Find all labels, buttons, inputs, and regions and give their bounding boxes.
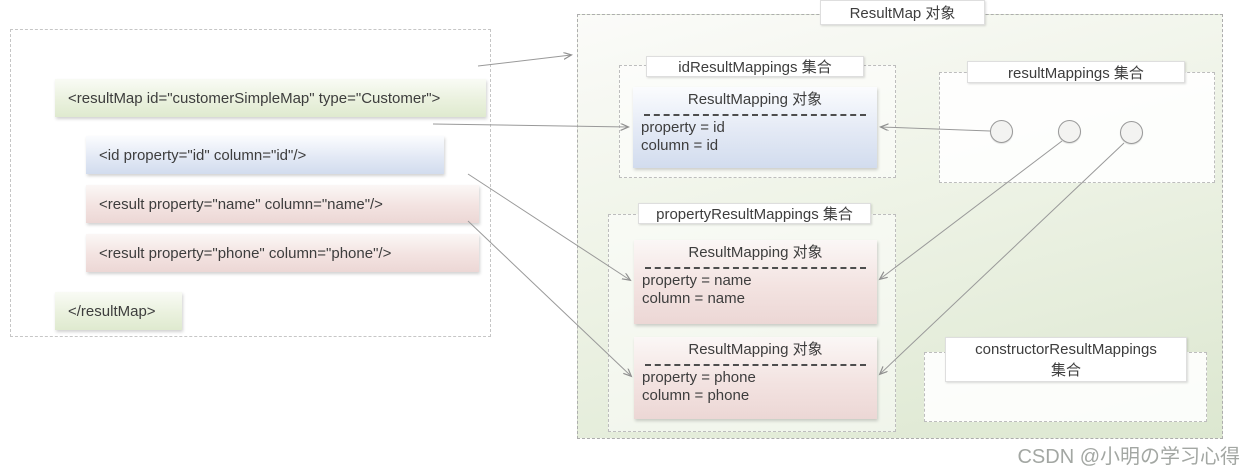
code-line-id: <id property="id" column="id"/>: [86, 136, 444, 174]
property-line: property = name: [642, 272, 752, 289]
collection-item-circle-3: [1120, 121, 1143, 144]
code-line-result-name: <result property="name" column="name"/>: [86, 185, 479, 223]
resultmapping-title: ResultMapping 对象: [688, 341, 823, 358]
resultmapping-title: ResultMapping 对象: [687, 91, 823, 108]
arrow-resultmap-to-container: [477, 55, 571, 67]
dashed-separator: [643, 114, 867, 116]
xml-source-panel: <resultMap id="customerSimpleMap" type="…: [10, 29, 491, 337]
dashed-separator: [644, 364, 867, 366]
code-line-result-phone: <result property="phone" column="phone"/…: [86, 234, 479, 272]
label-line-1: constructorResultMappings: [975, 340, 1157, 358]
collection-item-circle-2: [1058, 120, 1081, 143]
resultmapping-object-name: ResultMapping 对象 property = name column …: [634, 240, 877, 324]
csdn-watermark: CSDN @小明の学习心得: [1017, 446, 1240, 468]
property-line: property = phone: [642, 369, 756, 386]
resultmap-title: ResultMap 对象: [820, 0, 985, 25]
property-line: property = id: [641, 119, 725, 136]
group-property-result-mappings-label: propertyResultMappings 集合: [638, 203, 871, 224]
label-line-2: 集合: [1050, 361, 1081, 379]
resultmapping-object-id: ResultMapping 对象 property = id column = …: [633, 87, 877, 168]
group-constructor-result-mappings-label: constructorResultMappings 集合: [945, 337, 1187, 382]
column-line: column = phone: [642, 387, 750, 404]
collection-item-circle-1: [990, 120, 1013, 143]
group-result-mappings-label: resultMappings 集合: [967, 61, 1185, 83]
column-line: column = name: [642, 290, 745, 307]
code-line-resultmap-open: <resultMap id="customerSimpleMap" type="…: [55, 79, 486, 117]
column-line: column = id: [641, 137, 719, 154]
group-id-result-mappings-label: idResultMappings 集合: [646, 56, 864, 77]
dashed-separator: [644, 267, 867, 269]
code-line-resultmap-close: </resultMap>: [55, 292, 182, 330]
resultmapping-object-phone: ResultMapping 对象 property = phone column…: [634, 337, 877, 419]
resultmapping-title: ResultMapping 对象: [688, 244, 823, 261]
